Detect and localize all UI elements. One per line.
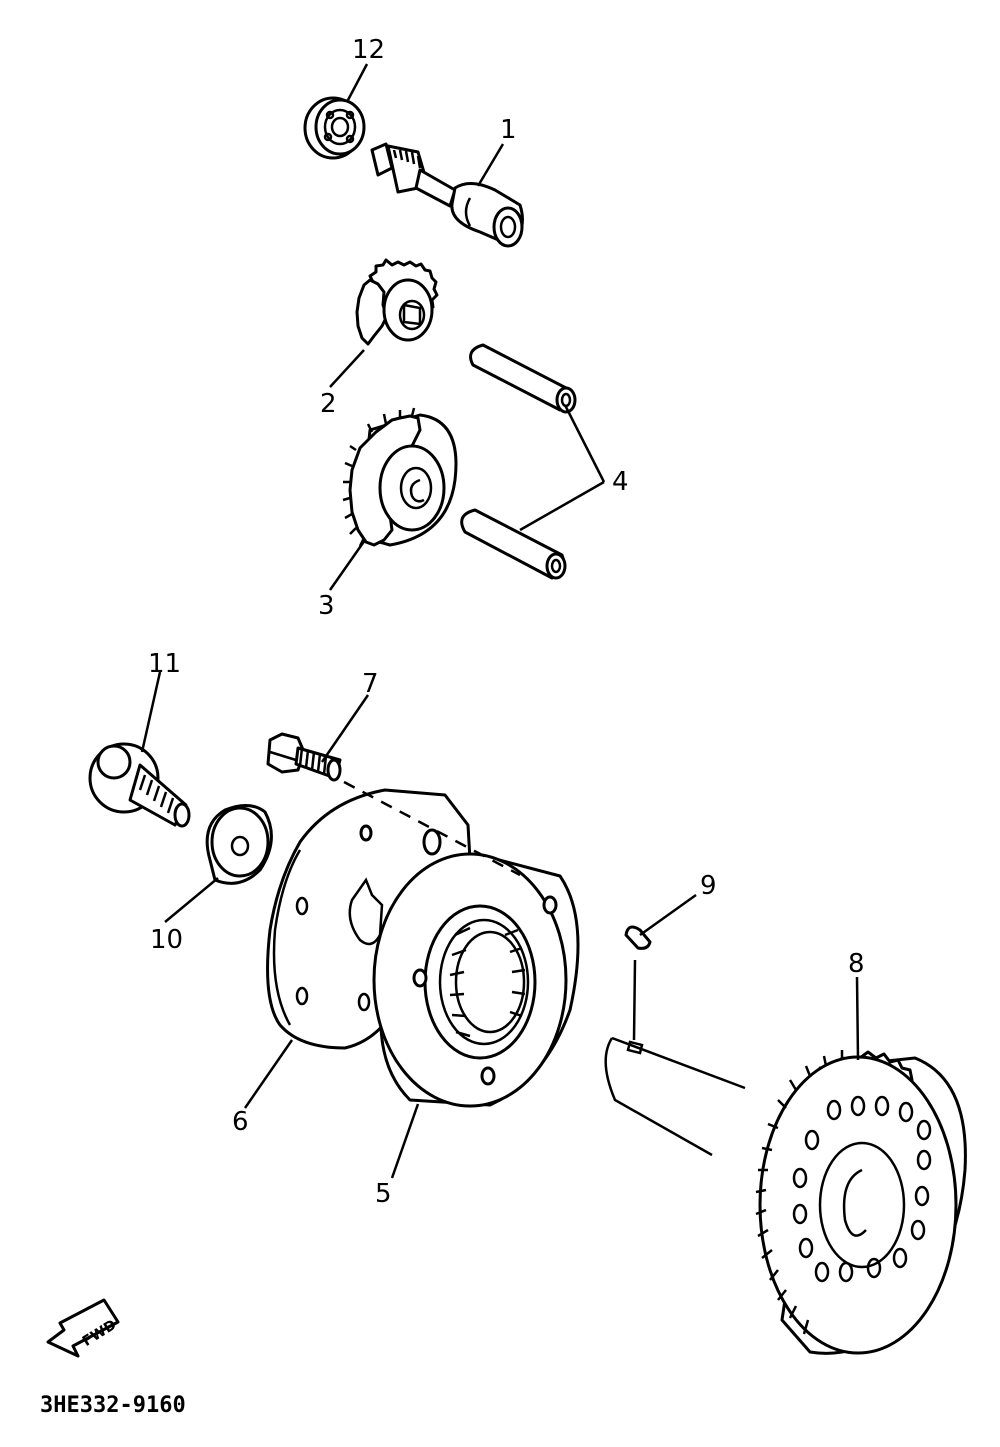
pin-lower-part-4 bbox=[460, 508, 567, 580]
callout-9: 9 bbox=[700, 871, 717, 901]
starter-gear-part-8 bbox=[755, 1050, 967, 1355]
callout-2: 2 bbox=[320, 389, 337, 419]
callout-11: 11 bbox=[148, 649, 181, 679]
callout-12: 12 bbox=[352, 35, 385, 65]
callout-6: 6 bbox=[232, 1107, 249, 1137]
plate-part-6 bbox=[266, 788, 472, 1050]
shaft-phantom bbox=[604, 1036, 746, 1157]
callout-10: 10 bbox=[150, 925, 183, 955]
woodruff-key-part-9 bbox=[624, 925, 652, 950]
leader-lines bbox=[140, 63, 860, 1179]
hex-bolt-part-7 bbox=[266, 732, 342, 782]
callout-3: 3 bbox=[318, 591, 335, 621]
washer-part-10 bbox=[205, 804, 273, 885]
shaft-part-1 bbox=[370, 142, 524, 248]
callout-1: 1 bbox=[500, 115, 517, 145]
fwd-arrow-icon: FWD bbox=[46, 1298, 120, 1358]
callout-7: 7 bbox=[362, 669, 379, 699]
clutch-housing-part-5 bbox=[372, 852, 580, 1108]
diagram-code: 3HE332-9160 bbox=[40, 1393, 186, 1418]
large-gear-part-3 bbox=[342, 407, 458, 547]
flange-bolt-part-11 bbox=[88, 742, 191, 828]
pin-upper-part-4 bbox=[469, 343, 577, 414]
callout-4: 4 bbox=[612, 467, 629, 497]
small-gear-part-2 bbox=[355, 258, 439, 346]
callout-5: 5 bbox=[375, 1179, 392, 1209]
bearing-part-12 bbox=[303, 96, 366, 160]
callout-8: 8 bbox=[848, 949, 865, 979]
key-alignment-line bbox=[632, 959, 637, 1041]
